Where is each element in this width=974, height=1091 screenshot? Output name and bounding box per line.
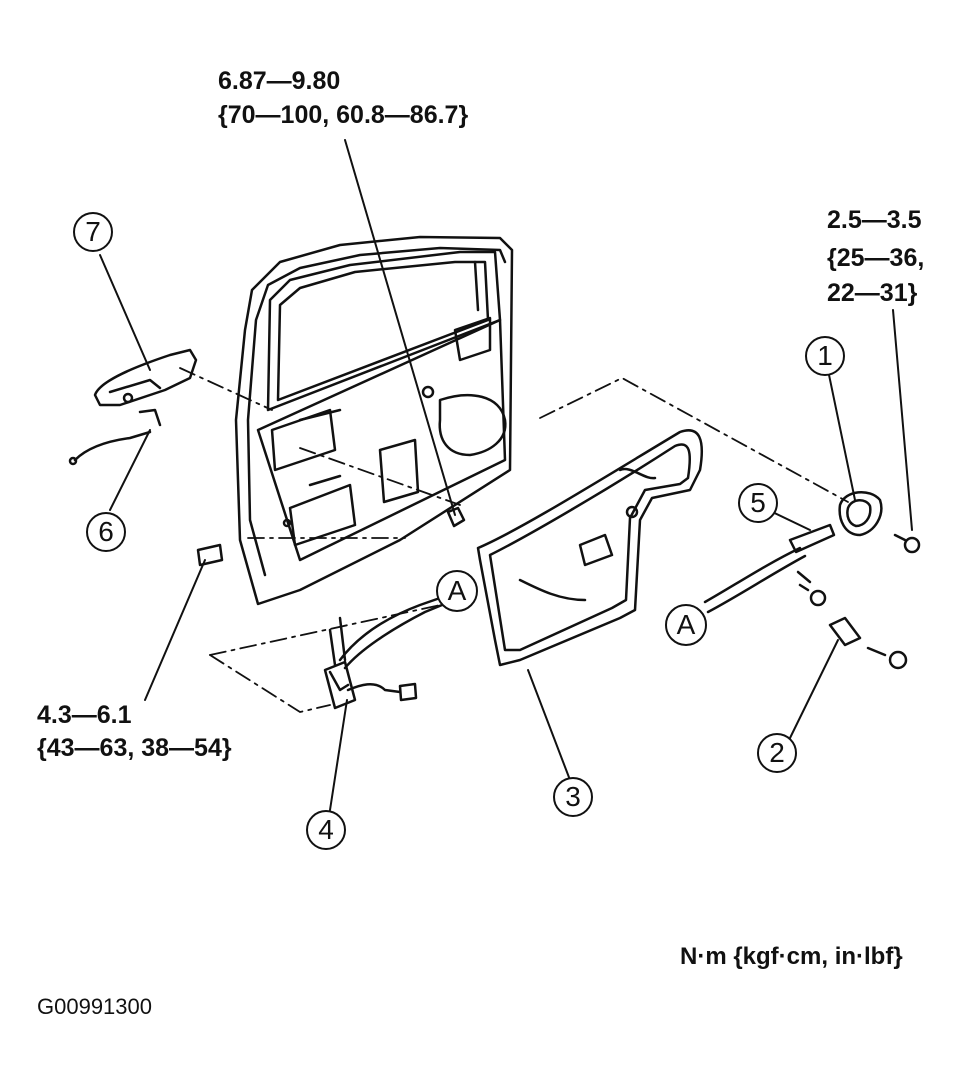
- weatherstrip: [476, 429, 704, 667]
- outer-handle: [838, 491, 883, 537]
- callout-4: 4: [306, 810, 346, 850]
- torque-right-line2: {25—36,: [827, 244, 925, 272]
- torque-center-line2: {70—100, 60.8—86.7}: [218, 101, 469, 129]
- trim-screw: [196, 543, 224, 567]
- torque-left-line2: {43—63, 38—54}: [37, 734, 232, 762]
- callout-a-right: A: [665, 604, 707, 646]
- callout-5: 5: [738, 483, 778, 523]
- callout-a-left: A: [436, 570, 478, 612]
- units-label: N·m {kgf·cm, in·lbf}: [680, 943, 903, 970]
- callout-2: 2: [757, 733, 797, 773]
- torque-center-line1: 6.87—9.80: [218, 67, 341, 95]
- callout-7: 7: [73, 212, 113, 252]
- handle-bolt: [893, 533, 921, 554]
- door-lock-actuator: [323, 596, 444, 710]
- striker-bracket: [828, 616, 908, 670]
- torque-left-line1: 4.3—6.1: [37, 701, 132, 729]
- lock-rod-assembly: [703, 523, 836, 614]
- figure-code: G00991300: [37, 994, 152, 1019]
- torque-right-line1: 2.5—3.5: [827, 206, 922, 234]
- inner-handle: [68, 348, 198, 466]
- torque-right-line3: 22—31}: [827, 279, 918, 307]
- dash-dot-leaders: [179, 367, 849, 713]
- solid-leaders: [99, 139, 913, 811]
- callout-3: 3: [553, 777, 593, 817]
- door-panel: [234, 235, 514, 606]
- callout-6: 6: [86, 512, 126, 552]
- callout-1: 1: [805, 336, 845, 376]
